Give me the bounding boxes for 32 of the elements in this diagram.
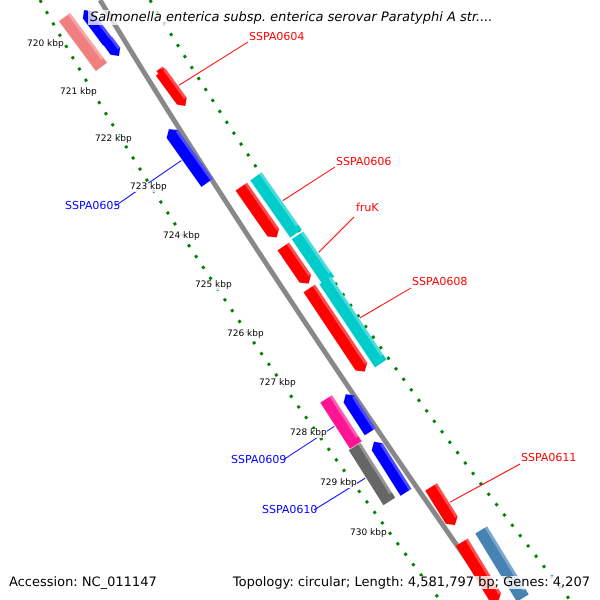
gene-label: SSPA0611 — [521, 452, 576, 463]
scale-label: 726 kbp — [227, 330, 264, 339]
leader-line — [318, 216, 354, 253]
gene-feature — [166, 129, 213, 187]
gene-label: SSPA0608 — [412, 276, 468, 287]
gene-feature — [319, 276, 387, 368]
scale-label: 728 kbp — [290, 429, 327, 438]
scale-label: 727 kbp — [259, 379, 296, 388]
scale-label: 723 kbp — [130, 183, 167, 192]
scale-label: 721 kbp — [60, 88, 97, 97]
gene-label: SSPA0610 — [262, 504, 318, 515]
gene-label: fruK — [356, 202, 379, 213]
gene-label: SSPA0605 — [65, 200, 120, 211]
scale-label: 730 kbp — [350, 529, 387, 538]
scale-label: 722 kbp — [95, 135, 132, 144]
leader-line — [282, 166, 336, 202]
scale-label: 720 kbp — [27, 40, 64, 49]
gene-label: SSPA0604 — [249, 31, 304, 42]
scale-label: 724 kbp — [163, 232, 200, 241]
gene-feature — [250, 172, 302, 238]
scale-label: 725 kbp — [195, 281, 232, 290]
gene-feature — [292, 231, 334, 285]
scale-label: 729 kbp — [320, 479, 357, 488]
leader-line — [359, 288, 412, 318]
gene-label: SSPA0609 — [231, 454, 286, 465]
genome-info: Accession: NC_011147 — [9, 576, 157, 589]
gene-feature — [156, 68, 187, 106]
leader-line — [178, 42, 248, 86]
leader-line — [450, 464, 520, 503]
gene-feature — [425, 483, 458, 526]
gene-label: SSPA0606 — [336, 156, 392, 167]
leader-line — [314, 478, 366, 510]
